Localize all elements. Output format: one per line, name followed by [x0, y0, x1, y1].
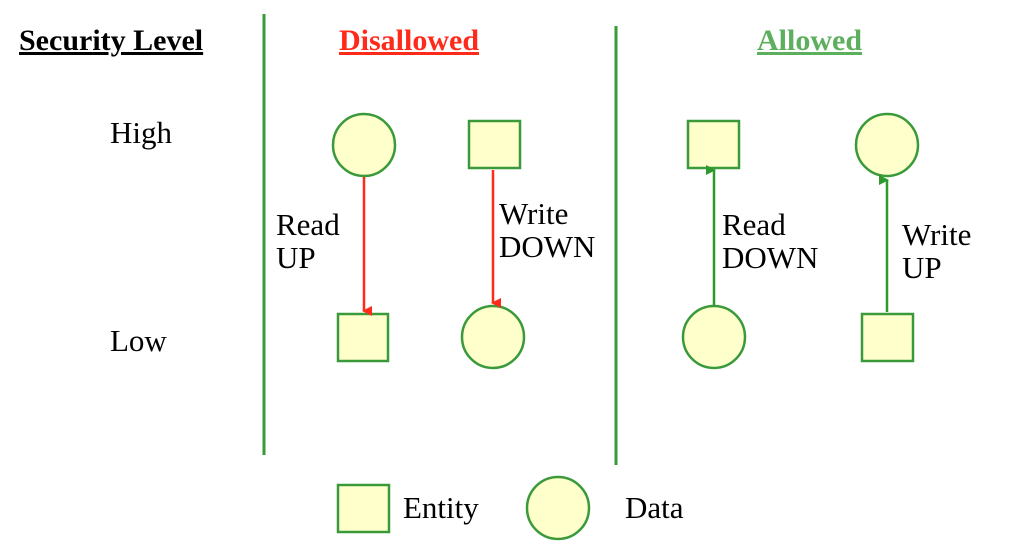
high-data-write-up: [854, 112, 920, 178]
legend-entity-square: [336, 483, 391, 534]
legend-data-label: Data: [625, 490, 684, 525]
legend-data-circle: [525, 475, 591, 541]
level-high: High: [110, 115, 172, 150]
low-data-write-down: [460, 304, 526, 370]
label-write-up-line2: UP: [902, 249, 942, 285]
label-read-up-line1: Read: [276, 207, 340, 242]
label-write-up: Write UP: [902, 217, 972, 285]
low-entity-read-up: [336, 312, 390, 363]
label-read-down-line1: Read: [722, 207, 786, 242]
header-security-level: Security Level: [19, 24, 204, 57]
label-write-down-line2: DOWN: [499, 228, 596, 264]
header-allowed: Allowed: [757, 24, 862, 57]
high-data-read-up: [331, 112, 397, 178]
level-low: Low: [110, 323, 167, 358]
label-read-up: Read UP: [276, 207, 340, 275]
header-disallowed: Disallowed: [339, 24, 480, 57]
label-write-up-line1: Write: [902, 217, 972, 252]
legend-entity-label: Entity: [403, 490, 479, 525]
label-read-down-line2: DOWN: [722, 239, 819, 275]
label-read-up-line2: UP: [276, 239, 316, 275]
label-write-down-line1: Write: [499, 196, 569, 231]
high-entity-write-down: [467, 119, 522, 170]
label-read-down: Read DOWN: [722, 207, 819, 275]
high-entity-read-down: [686, 119, 741, 170]
label-write-down: Write DOWN: [499, 196, 596, 264]
low-data-read-down: [681, 304, 747, 370]
low-entity-write-up: [860, 312, 915, 363]
